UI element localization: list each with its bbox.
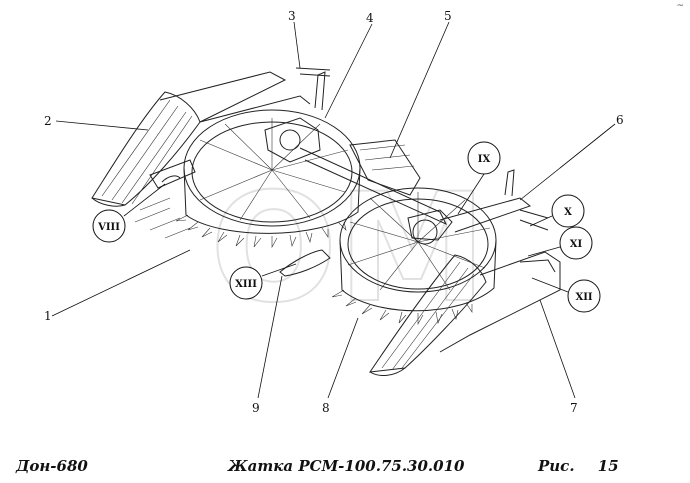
callout-6: 6 (519, 113, 624, 201)
left-shoe (161, 175, 331, 277)
machine-drawing (91, 67, 561, 376)
figure-caption: Рис. 15 (538, 457, 619, 475)
svg-text:7: 7 (570, 401, 578, 415)
detail-marker-x: X (529, 194, 585, 228)
corner-mark: ~ (676, 1, 684, 11)
right-rotor (331, 187, 497, 326)
detail-marker-viii: VIII (92, 183, 166, 243)
callout-4: 4 (324, 11, 374, 119)
detail-marker-xi: XI (527, 226, 593, 260)
svg-text:3: 3 (288, 9, 296, 23)
right-divider-cone (368, 251, 561, 376)
center-beam (349, 139, 421, 196)
callout-2: 2 (44, 114, 149, 131)
left-divider-cone (91, 91, 201, 207)
svg-text:XI: XI (570, 239, 583, 250)
drive-shaft (264, 67, 448, 226)
figure-number: 15 (597, 457, 619, 475)
svg-text:IX: IX (478, 154, 491, 165)
detail-marker-xii: XII (531, 277, 601, 313)
svg-text:VIII: VIII (97, 222, 120, 233)
svg-text:6: 6 (616, 113, 624, 127)
svg-text:X: X (564, 207, 572, 218)
svg-text:4: 4 (366, 11, 374, 25)
callout-8: 8 (322, 317, 359, 415)
detail-marker-ix: IX (457, 141, 501, 215)
svg-text:8: 8 (322, 401, 330, 415)
callout-7: 7 (539, 299, 578, 415)
svg-text:1: 1 (44, 309, 52, 323)
svg-text:XII: XII (575, 292, 592, 303)
left-frame (149, 71, 311, 189)
svg-text:2: 2 (44, 114, 52, 128)
svg-text:5: 5 (444, 9, 452, 23)
svg-text:XIII: XIII (235, 279, 257, 290)
callout-1: 1 (44, 249, 191, 323)
callout-9: 9 (252, 275, 283, 415)
callout-3: 3 (288, 9, 301, 69)
model-caption: Дон-680 (16, 457, 88, 475)
right-frame (439, 169, 549, 233)
figure-label: Рис. (538, 457, 575, 475)
callout-5: 5 (389, 9, 452, 159)
svg-text:9: 9 (252, 401, 260, 415)
part-caption: Жатка РСМ-100.75.30.010 (228, 457, 465, 475)
detail-marker-xiii: XIII (229, 263, 297, 300)
